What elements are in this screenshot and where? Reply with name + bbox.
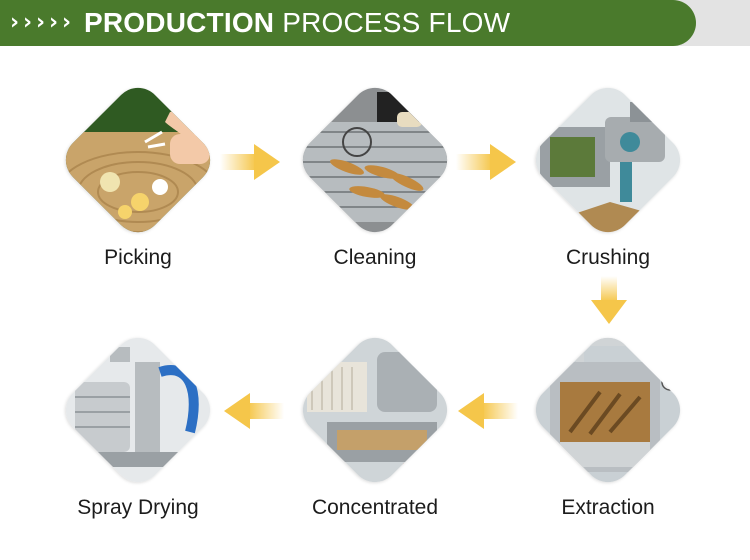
step-label: Concentrated	[311, 496, 439, 519]
step-label: Crushing	[565, 246, 651, 269]
concentrator-photo	[292, 327, 458, 493]
step-label: Spray Drying	[77, 496, 199, 519]
banner-green-bar	[0, 0, 696, 46]
step-concentrated: Concentrated	[285, 327, 465, 530]
title-bold: PRODUCTION	[84, 7, 275, 38]
arrow-left-1-icon	[458, 393, 518, 429]
step-picking: Picking	[48, 77, 228, 280]
step-spray-drying: Spray Drying	[48, 327, 228, 530]
title-rest: PROCESS FLOW	[274, 7, 511, 38]
root-cleaning-photo	[292, 77, 458, 243]
honeysuckle-picking-photo	[55, 77, 221, 243]
arrow-down-icon	[591, 276, 627, 324]
spray-dryer-photo	[55, 327, 221, 493]
arrow-right-1-icon	[220, 144, 280, 180]
step-crushing: Crushing	[518, 77, 698, 280]
step-label: Picking	[104, 246, 172, 269]
step-label: Cleaning	[333, 246, 417, 269]
header-banner: › › › › › PRODUCTION PROCESS FLOW	[0, 0, 750, 46]
arrow-right-2-icon	[456, 144, 516, 180]
step-cleaning: Cleaning	[285, 77, 465, 280]
crushing-machine-photo	[525, 77, 691, 243]
arrow-left-2-icon	[224, 393, 284, 429]
step-extraction: Extraction	[518, 327, 698, 530]
step-label: Extraction	[561, 496, 655, 519]
page-title: PRODUCTION PROCESS FLOW	[84, 8, 510, 38]
extraction-tank-photo	[525, 327, 691, 493]
chevrons-icon: › › › › ›	[10, 10, 72, 35]
